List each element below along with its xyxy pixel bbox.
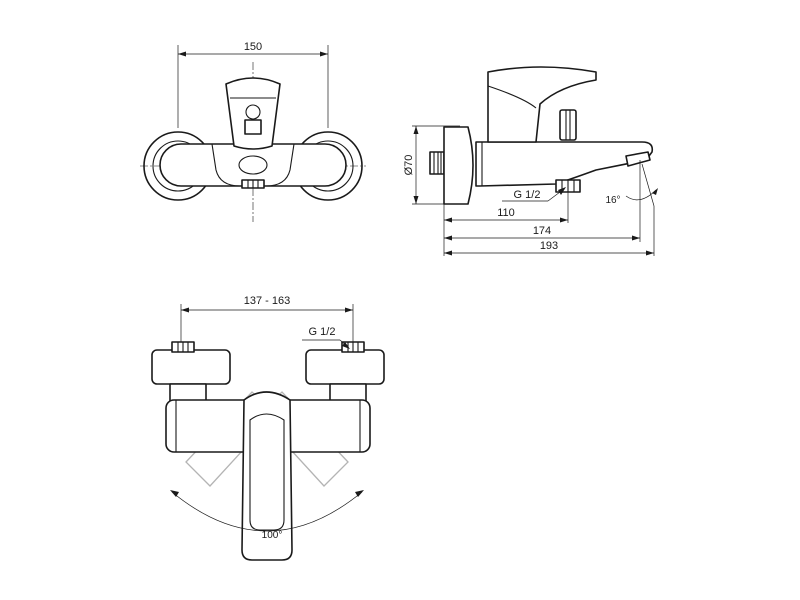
side-flange	[443, 126, 474, 205]
side-thread-label: G 1/2	[514, 189, 541, 201]
bottom-lever	[241, 391, 293, 561]
dim-193-label: 193	[540, 240, 558, 252]
side-length-dimensions: 110 174 193	[443, 192, 655, 256]
rotation-label: 100°	[262, 530, 283, 541]
side-view: Ø70 G 1/2	[403, 66, 658, 256]
bottom-centers-label: 137 - 163	[244, 295, 290, 307]
cartridge	[244, 119, 262, 135]
front-view: 150	[140, 41, 366, 222]
bottom-thread-callout: G 1/2	[302, 326, 350, 349]
front-width-dimension: 150	[177, 41, 329, 128]
bottom-thread-label: G 1/2	[309, 326, 336, 338]
side-diameter-label: Ø70	[403, 155, 415, 176]
side-lever	[487, 66, 597, 143]
connector-thread	[429, 151, 445, 175]
spout-angle-label: 16°	[605, 195, 620, 206]
spout-angle-dimension: 16°	[605, 160, 658, 212]
dim-110-label: 110	[497, 207, 515, 219]
spout-tip	[625, 151, 651, 167]
lever-handle	[225, 77, 281, 150]
bottom-view: 137 - 163 G 1/2	[151, 295, 385, 561]
dim-174-label: 174	[533, 225, 551, 237]
bottom-left-connector	[151, 349, 231, 385]
rotation-dimension: 100°	[170, 490, 364, 541]
bottom-right-connector	[305, 349, 385, 385]
front-width-label: 150	[244, 41, 262, 53]
bottom-centers-dimension: 137 - 163	[180, 295, 354, 348]
side-thread-callout: G 1/2	[502, 187, 566, 202]
diverter-knob	[559, 109, 577, 141]
